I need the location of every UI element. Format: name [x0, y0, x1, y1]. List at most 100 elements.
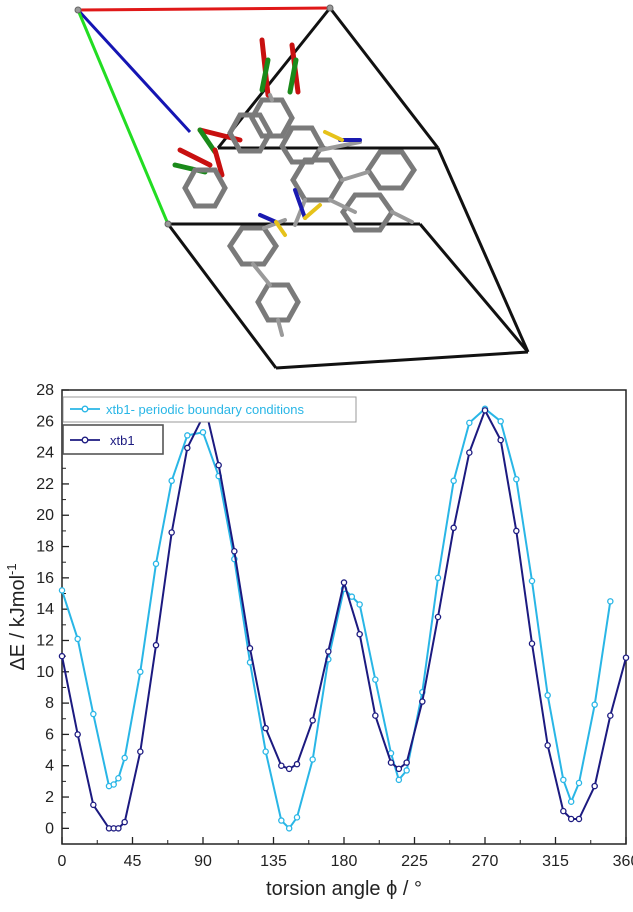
data-point [121, 818, 128, 826]
data-point [184, 444, 191, 452]
x-tick-label: 360 [613, 853, 633, 870]
data-point [622, 654, 630, 661]
data-point [497, 436, 504, 444]
data-point [278, 762, 285, 769]
data-point [372, 712, 379, 719]
unit-cell-frame [166, 7, 530, 370]
y-tick-label: 24 [36, 445, 54, 462]
y-tick-label: 26 [36, 413, 54, 430]
series-line-1 [61, 409, 627, 830]
data-point [309, 756, 316, 763]
data-point [403, 759, 410, 766]
data-point [497, 418, 504, 425]
data-point [575, 815, 583, 823]
data-point [434, 574, 442, 582]
y-tick-label: 18 [36, 539, 54, 556]
data-point [560, 807, 567, 815]
data-point [262, 724, 269, 732]
x-tick-label: 0 [58, 853, 67, 870]
data-point [372, 676, 379, 683]
y-tick-label: 2 [45, 789, 54, 806]
data-point [231, 547, 238, 555]
data-point [278, 817, 285, 824]
legend-label-xtb1: xtb1 [110, 433, 135, 448]
y-tick-label: 20 [36, 507, 54, 524]
y-tick-label: 16 [36, 570, 54, 587]
data-point [528, 640, 536, 647]
data-point [356, 630, 363, 638]
data-point [115, 825, 122, 832]
y-tick-label: 12 [36, 632, 54, 649]
x-tick-label: 315 [542, 853, 569, 870]
data-point [168, 477, 175, 485]
y-tick-label: 28 [36, 382, 54, 399]
data-point [395, 765, 403, 773]
data-point [293, 760, 301, 768]
data-point [215, 461, 222, 469]
data-point [137, 668, 144, 676]
data-point [309, 717, 316, 724]
y-tick-label: 10 [36, 664, 54, 681]
data-point [348, 593, 356, 600]
data-point [513, 475, 520, 483]
data-point [544, 742, 551, 749]
data-point [152, 641, 160, 649]
data-point [434, 613, 442, 621]
data-point [607, 598, 614, 605]
c-axis-edge [76, 9, 170, 225]
data-point [90, 801, 97, 809]
x-tick-label: 90 [194, 853, 212, 870]
data-point [481, 407, 489, 414]
molecule-structure [172, 37, 418, 337]
y-tick-label: 4 [45, 758, 54, 775]
legend-entry-xtb1: xtb1 [62, 424, 164, 455]
data-point [199, 429, 207, 436]
data-point [560, 776, 567, 784]
data-point [513, 527, 520, 535]
data-point [567, 798, 575, 805]
data-point [567, 815, 575, 823]
data-point [74, 635, 81, 643]
data-point [285, 765, 293, 773]
data-point [262, 748, 269, 755]
legend-entry-pbc: xtb1- periodic boundary conditions [62, 396, 357, 423]
x-tick-label: 225 [401, 853, 428, 870]
y-tick-label: 14 [36, 601, 54, 618]
data-point [58, 652, 66, 660]
data-point [356, 601, 363, 608]
data-point [285, 825, 293, 832]
data-point [528, 577, 536, 585]
b-axis-edge [76, 8, 192, 134]
data-point [74, 731, 81, 738]
data-point [466, 419, 473, 427]
data-point [387, 759, 395, 766]
data-point [115, 774, 122, 782]
data-point [137, 748, 144, 755]
y-axis-title-main: ΔE / kJmol [7, 575, 29, 671]
data-point [293, 814, 301, 821]
series-layer [58, 405, 630, 832]
a-axis-edge [77, 6, 331, 12]
y-tick-label: 8 [45, 695, 54, 712]
data-point [607, 712, 614, 719]
data-point [575, 779, 583, 787]
data-point [544, 692, 551, 699]
series-line-0 [61, 407, 612, 830]
x-axis-title: torsion angle ϕ / ° [266, 878, 422, 900]
data-point [395, 776, 403, 784]
data-point [168, 529, 175, 536]
data-point [591, 701, 598, 708]
x-tick-label: 135 [260, 853, 287, 870]
data-point [419, 698, 426, 705]
data-point [450, 524, 457, 532]
data-point [403, 767, 410, 774]
data-point [325, 648, 332, 655]
data-point [110, 781, 117, 788]
data-point [58, 587, 66, 594]
y-axis-title: ΔE / kJmol-1 [4, 563, 29, 670]
data-point [121, 754, 128, 762]
